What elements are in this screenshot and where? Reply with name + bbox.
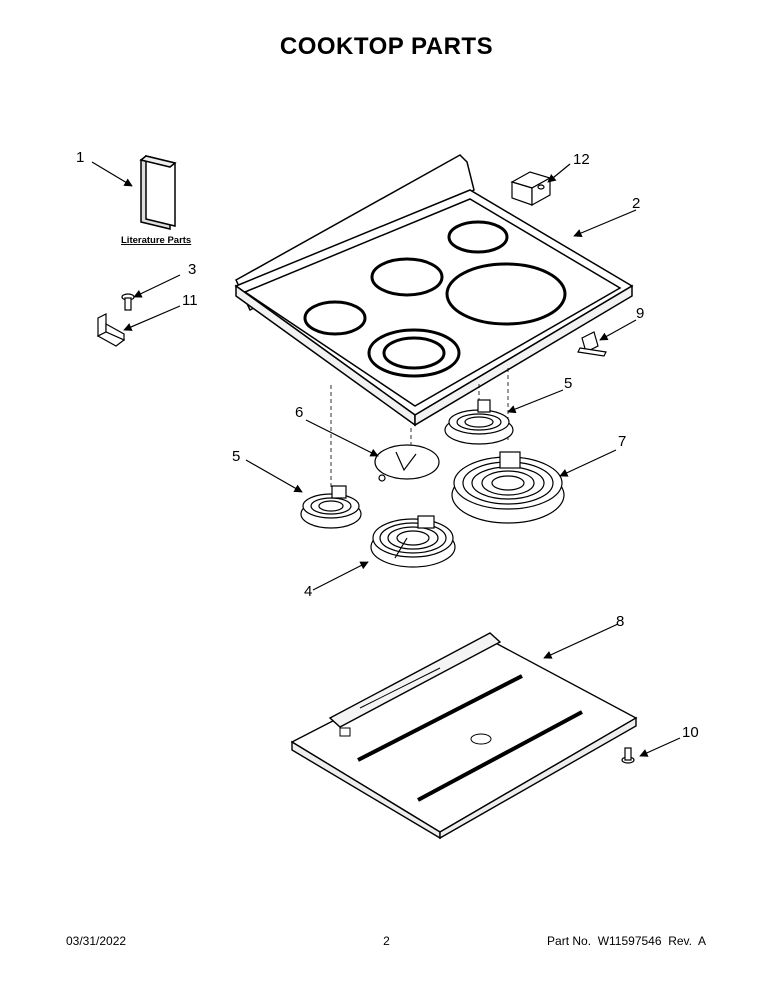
callout-5-right: 5 <box>564 375 572 392</box>
callout-9: 9 <box>636 305 644 322</box>
callout-1: 1 <box>76 149 84 166</box>
cooktop-burner-rings <box>303 220 567 378</box>
footer-page-number: 2 <box>383 934 390 948</box>
screw-bottom-part <box>621 747 635 764</box>
pan-ribs <box>357 674 583 802</box>
bracket-part <box>96 313 126 347</box>
clip-part <box>510 171 552 207</box>
literature-booklet-part <box>139 155 177 230</box>
callout-4: 4 <box>304 583 312 600</box>
cooktop-main-top-part <box>234 154 634 427</box>
clip-small-part <box>577 331 607 357</box>
radiant-element-small-left-part <box>300 485 362 529</box>
callout-7: 7 <box>618 433 626 450</box>
callout-5-left: 5 <box>232 448 240 465</box>
callout-6: 6 <box>295 404 303 421</box>
limiter-plate-part <box>374 444 440 482</box>
callout-10: 10 <box>682 724 699 741</box>
footer-date: 03/31/2022 <box>66 934 127 948</box>
callout-3: 3 <box>188 261 196 278</box>
radiant-element-small-right-part <box>444 399 514 445</box>
callout-12: 12 <box>573 151 590 168</box>
callout-leaders <box>91 161 681 757</box>
radiant-element-large-part <box>451 451 565 524</box>
radiant-element-dual-part <box>370 515 456 568</box>
callout-8: 8 <box>616 613 624 630</box>
literature-parts-label: Literature Parts <box>121 235 191 246</box>
callout-2: 2 <box>632 195 640 212</box>
pan-details <box>339 667 492 745</box>
screw-part <box>121 293 135 311</box>
callout-11: 11 <box>182 292 198 309</box>
page-title: COOKTOP PARTS <box>279 33 494 60</box>
footer-part-number: Part No. W11597546 Rev. A <box>547 934 706 948</box>
